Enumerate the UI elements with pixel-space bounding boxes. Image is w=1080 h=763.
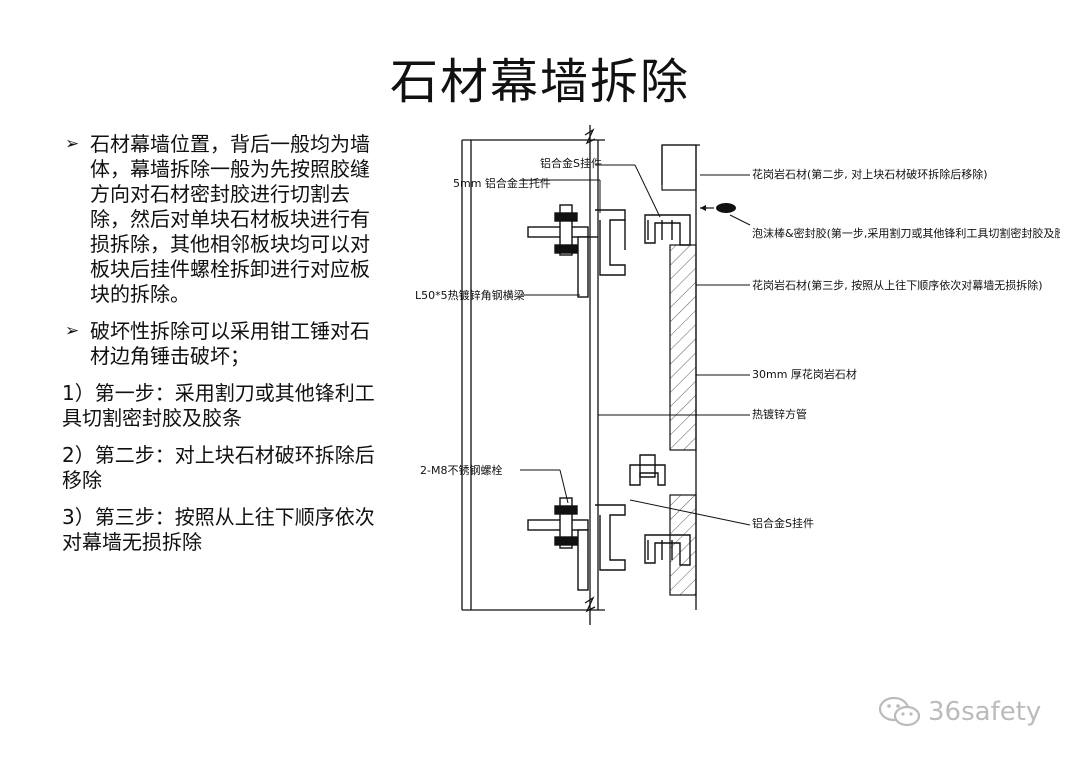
label-granite-step3: 花岗岩石材(第三步, 按照从上往下顺序依次对幕墙无损拆除): [752, 278, 1043, 292]
lower-angle-steel: [527, 497, 589, 591]
step-item: 3）第三步：按照从上往下顺序依次对幕墙无损拆除: [62, 505, 375, 554]
bullet-item: ➢ 石材幕墙位置，背后一般均为墙体，幕墙拆除一般为先按照胶缝方向对石材密封胶进行…: [62, 132, 382, 307]
label-main-bracket: 5mm 铝合金主托件: [453, 176, 551, 190]
watermark: 36safety: [878, 695, 1041, 729]
label-square-tube: 热镀锌方管: [752, 407, 807, 421]
label-angle-steel: L50*5热镀锌角钢横梁: [415, 288, 525, 302]
top-s-hanger: [595, 209, 691, 276]
step-item: 2）第二步：对上块石材破环拆除后移除: [62, 443, 375, 492]
text-panel: ➢ 石材幕墙位置，背后一般均为墙体，幕墙拆除一般为先按照胶缝方向对石材密封胶进行…: [62, 132, 382, 567]
page-title: 石材幕墙拆除: [389, 54, 690, 110]
upper-angle-steel: [527, 204, 598, 298]
watermark-text: 36safety: [928, 697, 1042, 727]
wechat-icon: [878, 696, 921, 727]
foam-sealant-marker: [700, 203, 736, 213]
label-foam-sealant: 泡沫棒&密封胶(第一步,采用割刀或其他锋利工具切割密封胶及胶条): [752, 226, 1060, 240]
lower-s-hanger: [595, 454, 691, 571]
label-s-hanger-bottom: 铝合金S挂件: [752, 516, 814, 530]
step-item: 1）第一步：采用割刀或其他锋利工具切割密封胶及胶条: [62, 381, 375, 430]
bullet-text: 石材幕墙位置，背后一般均为墙体，幕墙拆除一般为先按照胶缝方向对石材密封胶进行切割…: [90, 132, 370, 306]
curtain-wall-section-diagram: 铝合金S挂件 5mm 铝合金主托件 L50*5热镀锌角钢横梁 花岗岩石材(第二步…: [415, 125, 1060, 625]
label-s-hanger-top: 铝合金S挂件: [540, 156, 602, 170]
bullet-text: 破坏性拆除可以采用钳工锤对石材边角锤击破坏；: [90, 319, 370, 368]
arrow-bullet-icon: ➢: [65, 134, 80, 154]
label-bolts: 2-M8不锈钢螺栓: [420, 463, 502, 477]
leader-lines: [520, 164, 751, 526]
label-granite-step2: 花岗岩石材(第二步, 对上块石材破环拆除后移除): [752, 167, 988, 181]
label-granite-30mm: 30mm 厚花岗岩石材: [752, 367, 857, 381]
arrow-bullet-icon: ➢: [65, 321, 80, 341]
bullet-item: ➢ 破坏性拆除可以采用钳工锤对石材边角锤击破坏；: [62, 319, 382, 369]
granite-slab: [661, 144, 697, 596]
